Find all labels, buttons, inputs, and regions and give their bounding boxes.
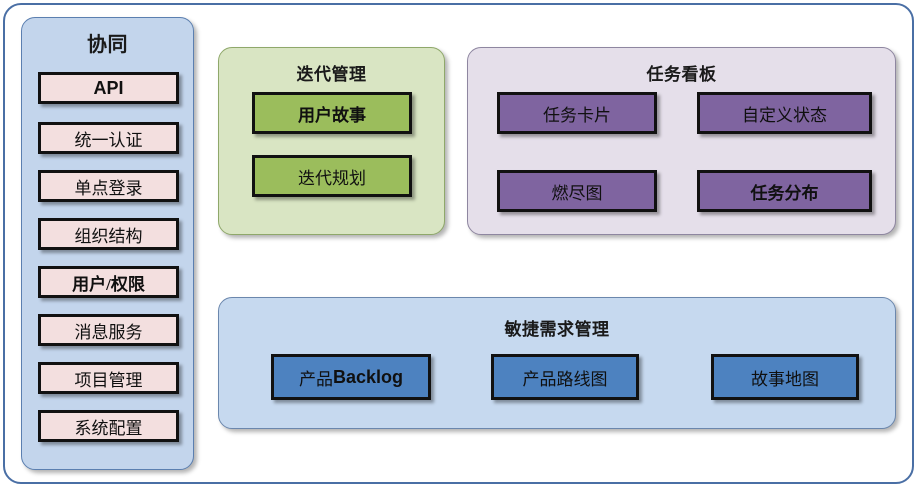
sidebar-item-message-service[interactable]: 消息服务 xyxy=(38,314,179,346)
panel-collaboration-title: 协同 xyxy=(87,34,128,56)
panel-task-board[interactable]: 任务看板 任务卡片 自定义状态 燃尽图 任务分布 xyxy=(467,47,896,235)
taskboard-item-task-card[interactable]: 任务卡片 xyxy=(497,92,657,134)
sidebar-item-api[interactable]: API xyxy=(38,72,179,104)
panel-collaboration[interactable]: 协同 API 统一认证 单点登录 组织结构 用户/权限 消息服务 项目管理 系统… xyxy=(21,17,194,470)
agile-item-product-backlog-latin: Backlog xyxy=(332,366,404,387)
sidebar-item-org-structure[interactable]: 组织结构 xyxy=(38,218,179,250)
panel-iteration-management[interactable]: 迭代管理 用户故事 迭代规划 xyxy=(218,47,445,235)
taskboard-item-task-distribution[interactable]: 任务分布 xyxy=(697,170,872,212)
iteration-item-user-story[interactable]: 用户故事 xyxy=(252,92,412,134)
sidebar-item-unified-auth[interactable]: 统一认证 xyxy=(38,122,179,154)
taskboard-item-custom-status[interactable]: 自定义状态 xyxy=(697,92,872,134)
panel-agile-requirements-title: 敏捷需求管理 xyxy=(504,320,610,339)
panel-iteration-management-title: 迭代管理 xyxy=(296,65,367,84)
sidebar-item-sso[interactable]: 单点登录 xyxy=(38,170,179,202)
panel-task-board-title: 任务看板 xyxy=(646,65,717,84)
iteration-item-iteration-planning[interactable]: 迭代规划 xyxy=(252,155,412,197)
agile-item-story-map[interactable]: 故事地图 xyxy=(711,354,859,400)
sidebar-item-user-permission[interactable]: 用户/权限 xyxy=(38,266,179,298)
agile-item-product-roadmap[interactable]: 产品路线图 xyxy=(491,354,639,400)
sidebar-item-system-config[interactable]: 系统配置 xyxy=(38,410,179,442)
sidebar-item-project-management[interactable]: 项目管理 xyxy=(38,362,179,394)
agile-item-product-backlog-cjk: 产品 xyxy=(298,369,333,389)
taskboard-item-burndown-chart[interactable]: 燃尽图 xyxy=(497,170,657,212)
